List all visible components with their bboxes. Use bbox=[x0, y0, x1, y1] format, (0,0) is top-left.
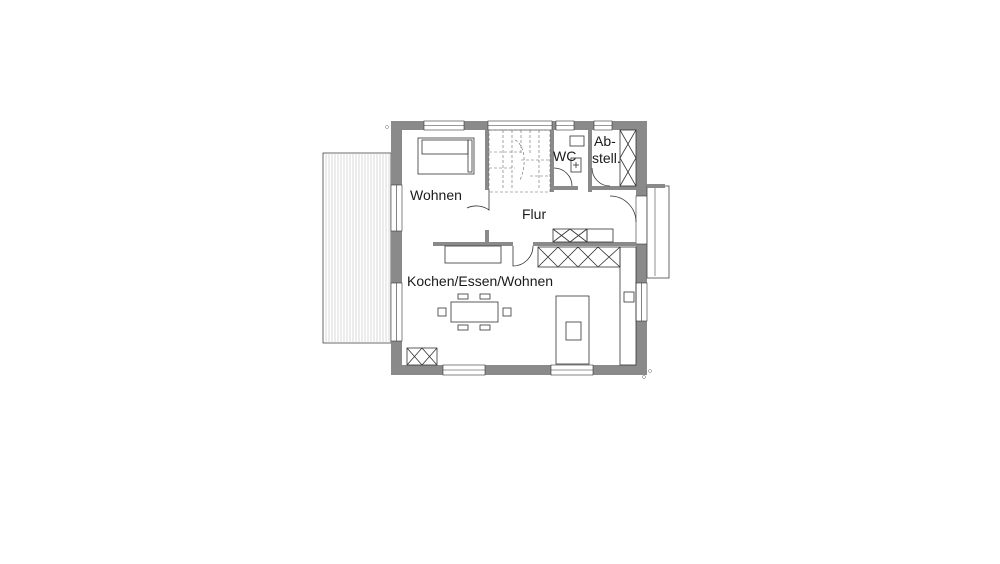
wardrobe bbox=[552, 228, 614, 243]
room-label-kochen: Kochen/Essen/Wohnen bbox=[407, 273, 553, 289]
room-label-abstell-line2: stell. bbox=[592, 150, 621, 166]
staircase bbox=[488, 129, 551, 193]
fireplace bbox=[444, 245, 502, 264]
side-counter bbox=[619, 246, 637, 366]
kitchen-island bbox=[555, 295, 590, 365]
wc-fixtures bbox=[569, 135, 585, 173]
storage-shelf bbox=[619, 129, 637, 187]
entrance-canopy bbox=[646, 184, 670, 279]
doors bbox=[466, 167, 637, 267]
room-label-flur: Flur bbox=[522, 206, 546, 222]
room-label-abstell-line1: Ab- bbox=[594, 133, 616, 149]
dining-table bbox=[437, 293, 512, 331]
room-label-wohnen: Wohnen bbox=[410, 187, 462, 203]
windows bbox=[390, 120, 648, 376]
sofa bbox=[417, 137, 475, 175]
kitchen-counter bbox=[537, 246, 621, 268]
corner-markers bbox=[385, 125, 652, 379]
interior-walls bbox=[433, 130, 636, 246]
terrace bbox=[322, 152, 392, 344]
room-label-wc: WC bbox=[553, 148, 576, 164]
sideboard bbox=[406, 347, 438, 366]
